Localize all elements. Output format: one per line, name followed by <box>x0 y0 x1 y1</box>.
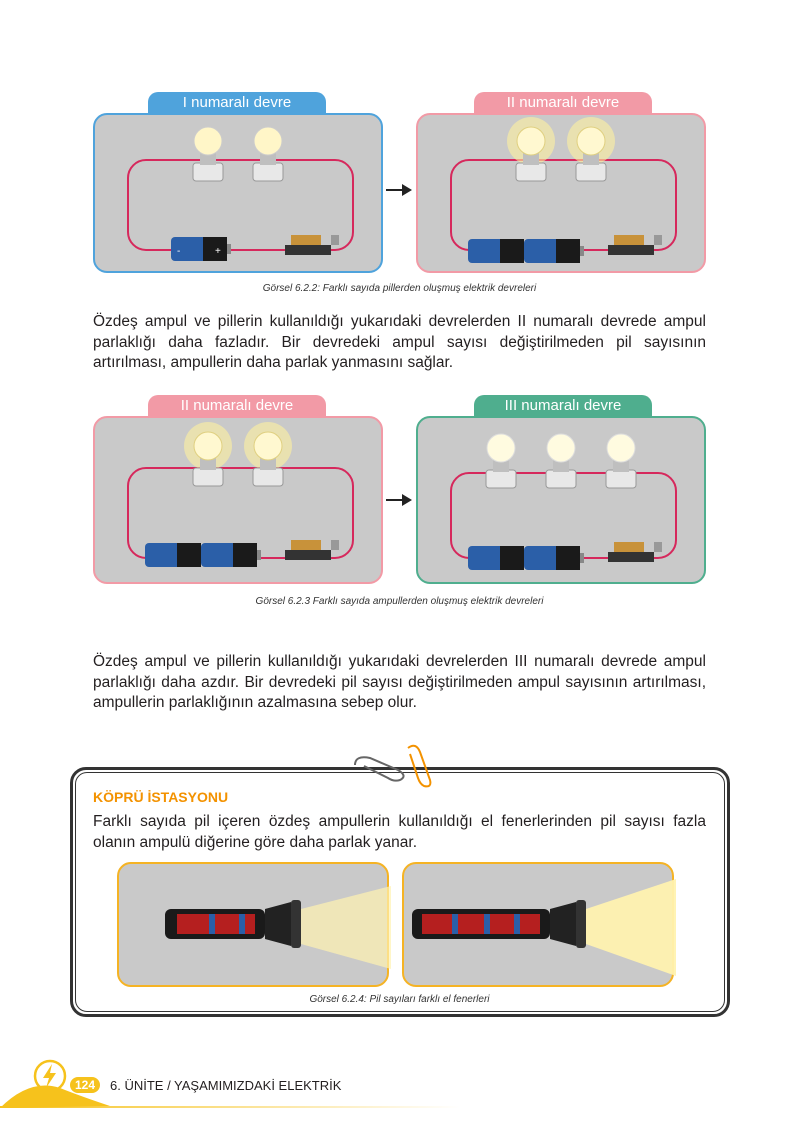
unit-label: 6. ÜNİTE / YAŞAMIMIZDAKİ ELEKTRİK <box>110 1078 342 1093</box>
switch-icon <box>608 235 662 255</box>
bulb-icon <box>545 433 577 489</box>
arrow-right-icon <box>386 183 412 202</box>
battery-minus-label: - <box>177 246 180 257</box>
battery-icon <box>524 239 584 263</box>
bulb-icon <box>567 117 615 182</box>
switch-icon <box>285 540 339 560</box>
figure-3-caption: Görsel 6.2.4: Pil sayıları farklı el fen… <box>309 994 490 1005</box>
lightning-icon <box>32 1058 68 1099</box>
bulb-icon <box>252 126 284 182</box>
battery-icon <box>524 546 584 570</box>
footer-band <box>0 1068 460 1113</box>
page-number: 124 <box>70 1077 100 1093</box>
battery-icon <box>468 546 524 570</box>
battery-icon <box>145 543 201 567</box>
circuit-4-tab: III numaralı devre <box>474 395 652 417</box>
circuit-1-tab: I numaralı devre <box>148 92 326 114</box>
circuit-2-diagram <box>450 117 677 263</box>
circuit-1-panel: - + <box>93 113 383 273</box>
paragraph-2: Özdeş ampul ve pillerin kullanıldığı yuk… <box>93 653 706 711</box>
circuit-4-diagram <box>450 433 677 570</box>
circuit-2-tab-label: II numaralı devre <box>506 94 620 111</box>
circuit-4-tab-label: III numaralı devre <box>504 397 622 414</box>
bulb-icon <box>184 422 232 487</box>
bulb-icon <box>485 433 517 489</box>
paragraph-1: Özdeş ampul ve pillerin kullanıldığı yuk… <box>93 313 706 371</box>
flashlight-1-panel <box>117 862 391 987</box>
paper-clip-icon <box>350 740 440 795</box>
bulb-icon <box>507 117 555 182</box>
battery-icon <box>171 237 231 261</box>
switch-icon <box>285 235 339 255</box>
circuit-3-panel <box>93 416 383 584</box>
switch-icon <box>608 542 662 562</box>
battery-icon <box>468 239 524 263</box>
bridge-station-text: Farklı sayıda pil içeren özdeş ampulleri… <box>93 813 706 851</box>
circuit-3-tab-label: II numaralı devre <box>180 397 294 414</box>
flashlight-2-panel <box>402 862 676 987</box>
circuit-3-tab: II numaralı devre <box>148 395 326 417</box>
circuit-2-panel <box>416 113 706 273</box>
arrow-right-icon <box>386 493 412 512</box>
bridge-station-title: KÖPRÜ İSTASYONU <box>93 789 229 805</box>
circuit-4-panel <box>416 416 706 584</box>
bulb-icon <box>605 433 637 489</box>
battery-plus-label: + <box>215 246 221 257</box>
bulb-icon <box>192 126 224 182</box>
circuit-1-tab-label: I numaralı devre <box>182 94 292 111</box>
bulb-icon <box>244 422 292 487</box>
flashlight-1-image <box>165 886 391 969</box>
flashlight-2-image <box>412 879 676 976</box>
figure-2-caption: Görsel 6.2.3 Farklı sayıda ampullerden o… <box>255 596 544 607</box>
circuit-1-diagram: - + <box>127 126 354 261</box>
figure-1-caption: Görsel 6.2.2: Farklı sayıda pillerden ol… <box>262 283 537 294</box>
battery-icon <box>201 543 261 567</box>
circuit-3-diagram <box>127 422 354 567</box>
circuit-2-tab: II numaralı devre <box>474 92 652 114</box>
